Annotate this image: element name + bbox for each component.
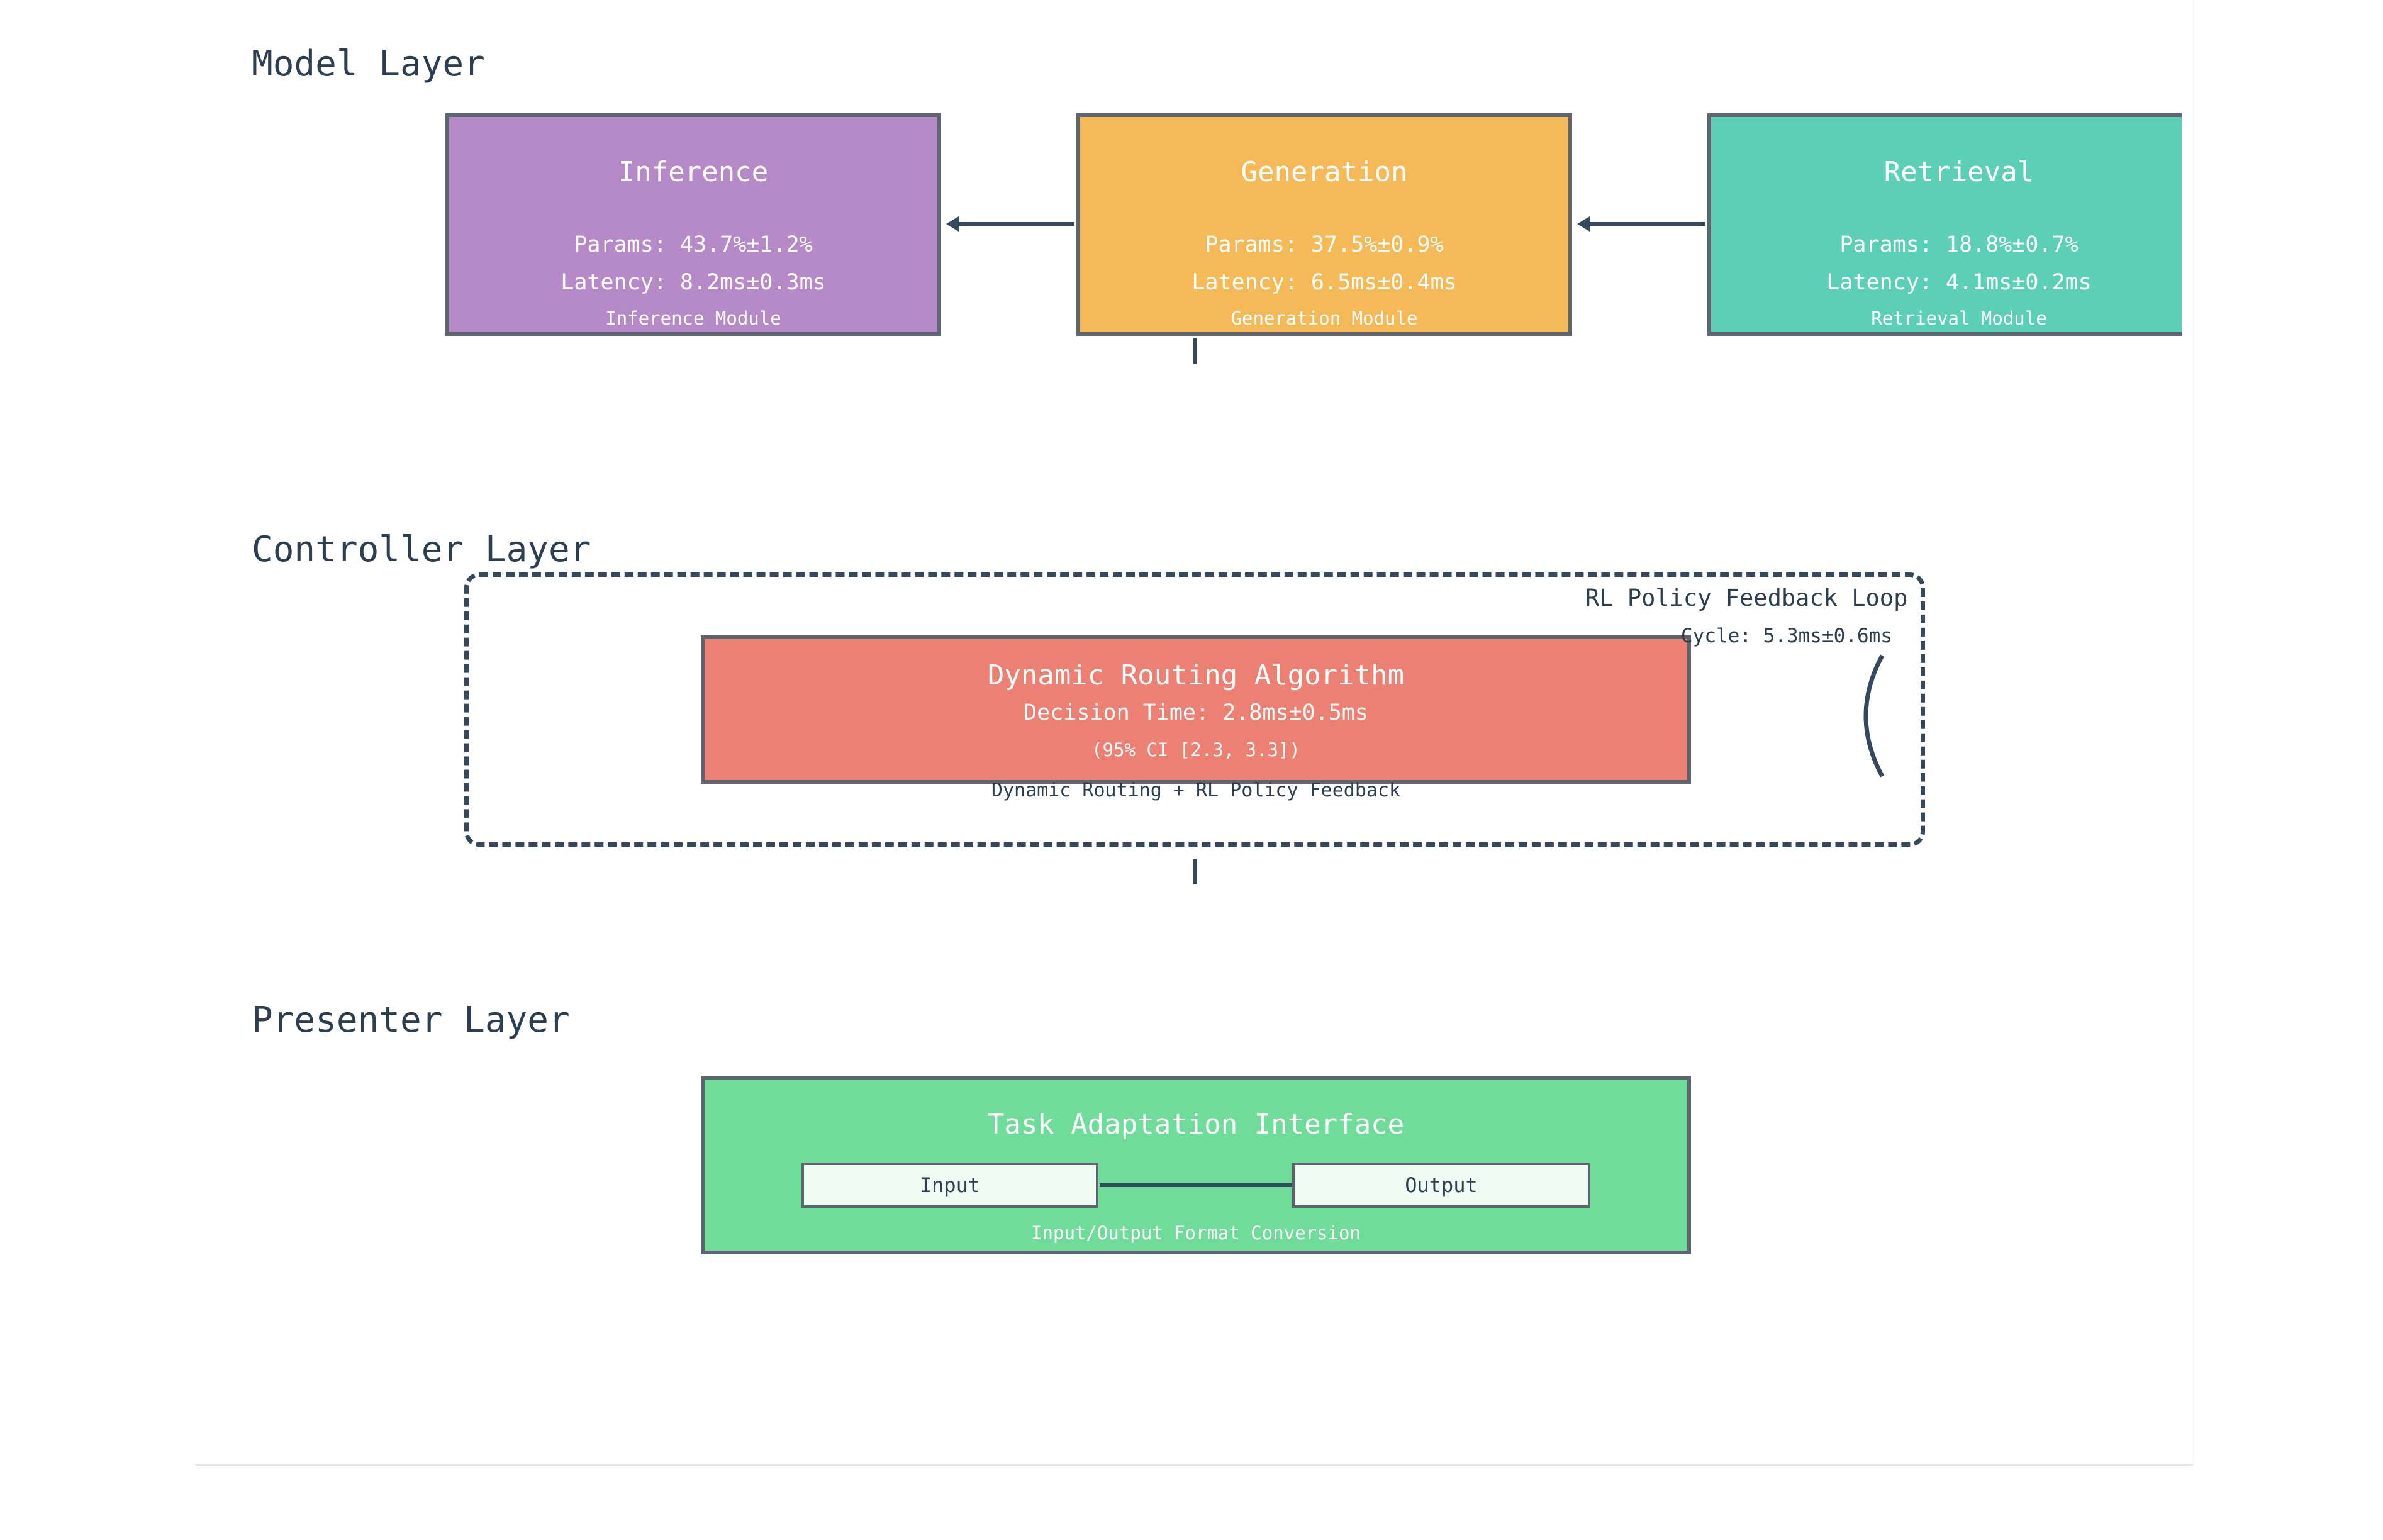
generation-title: Generation: [1241, 156, 1408, 188]
dynamic-routing-box: Dynamic Routing Algorithm Decision Time:…: [701, 635, 1691, 784]
generation-latency: Latency: 6.5ms±0.4ms: [1192, 270, 1457, 295]
bottom-divider: [195, 1464, 2193, 1466]
inference-caption: Inference Module: [605, 308, 781, 329]
routing-confidence-interval: (95% CI [2.3, 3.3]): [1091, 739, 1300, 761]
inference-title: Inference: [618, 156, 769, 188]
routing-title: Dynamic Routing Algorithm: [987, 659, 1405, 691]
task-title: Task Adaptation Interface: [987, 1108, 1405, 1141]
feedback-arc: [1863, 654, 1885, 778]
generation-module-box: Generation Params: 37.5%±0.9% Latency: 6…: [1076, 113, 1572, 336]
output-box: Output: [1292, 1163, 1590, 1208]
presenter-layer-title: Presenter Layer: [252, 1000, 570, 1041]
generation-params: Params: 37.5%±0.9%: [1205, 232, 1444, 257]
retrieval-latency: Latency: 4.1ms±0.2ms: [1826, 270, 2092, 295]
retrieval-params: Params: 18.8%±0.7%: [1839, 232, 2079, 257]
inference-latency: Latency: 8.2ms±0.3ms: [561, 270, 826, 295]
input-box: Input: [801, 1163, 1098, 1208]
retrieval-module-box: Retrieval Params: 18.8%±0.7% Latency: 4.…: [1707, 113, 2182, 336]
inference-module-box: Inference Params: 43.7%±1.2% Latency: 8.…: [445, 113, 941, 336]
retrieval-title: Retrieval: [1884, 156, 2034, 188]
retrieval-caption: Retrieval Module: [1871, 308, 2047, 329]
inference-params: Params: 43.7%±1.2%: [574, 232, 813, 257]
generation-caption: Generation Module: [1231, 308, 1418, 329]
rl-loop-label: RL Policy Feedback Loop: [1585, 584, 1908, 611]
rl-loop-cycle: Cycle: 5.3ms±0.6ms: [1681, 625, 1892, 647]
retrieval-to-generation-arrowhead: [1577, 216, 1590, 232]
controller-caption: Dynamic Routing + RL Policy Feedback: [991, 779, 1401, 801]
rl-feedback-loop-frame: [464, 572, 1925, 847]
controller-layer-title: Controller Layer: [252, 529, 591, 570]
task-caption: Input/Output Format Conversion: [1031, 1222, 1361, 1244]
routing-decision-time: Decision Time: 2.8ms±0.5ms: [1024, 700, 1368, 725]
model-layer-title: Model Layer: [252, 43, 485, 84]
generation-to-inference-arrowhead: [946, 216, 959, 232]
